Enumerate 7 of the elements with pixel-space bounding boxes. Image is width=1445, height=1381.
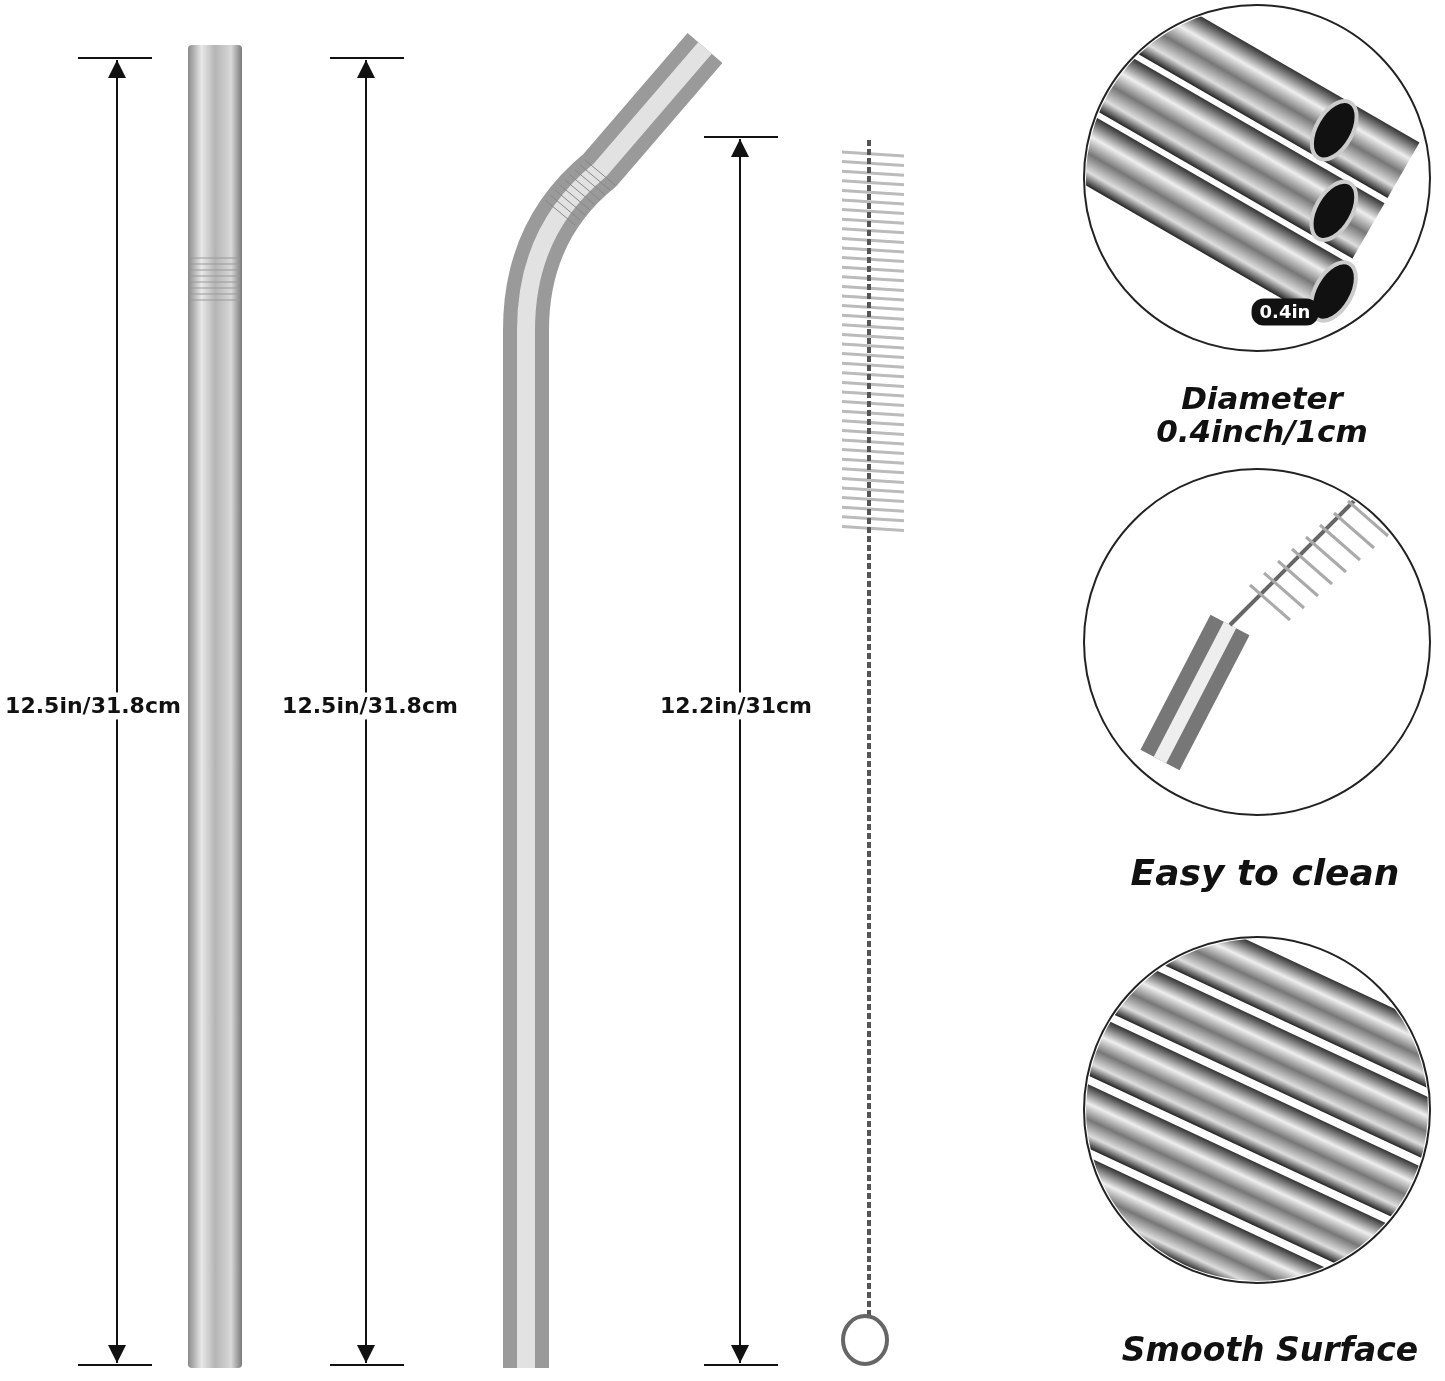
dimension-label: 0.4in bbox=[1251, 298, 1319, 326]
dimension-label: 12.5in/31.8cm bbox=[282, 692, 458, 720]
dimension-label: 12.5in/31.8cm bbox=[5, 692, 181, 720]
feature-caption: Easy to clean bbox=[1130, 854, 1400, 892]
feature-caption: Diameter 0.4inch/1cm bbox=[1155, 382, 1369, 448]
dimension-label: 12.2in/31cm bbox=[659, 692, 813, 720]
feature-caption: Smooth Surface bbox=[1121, 1332, 1419, 1368]
